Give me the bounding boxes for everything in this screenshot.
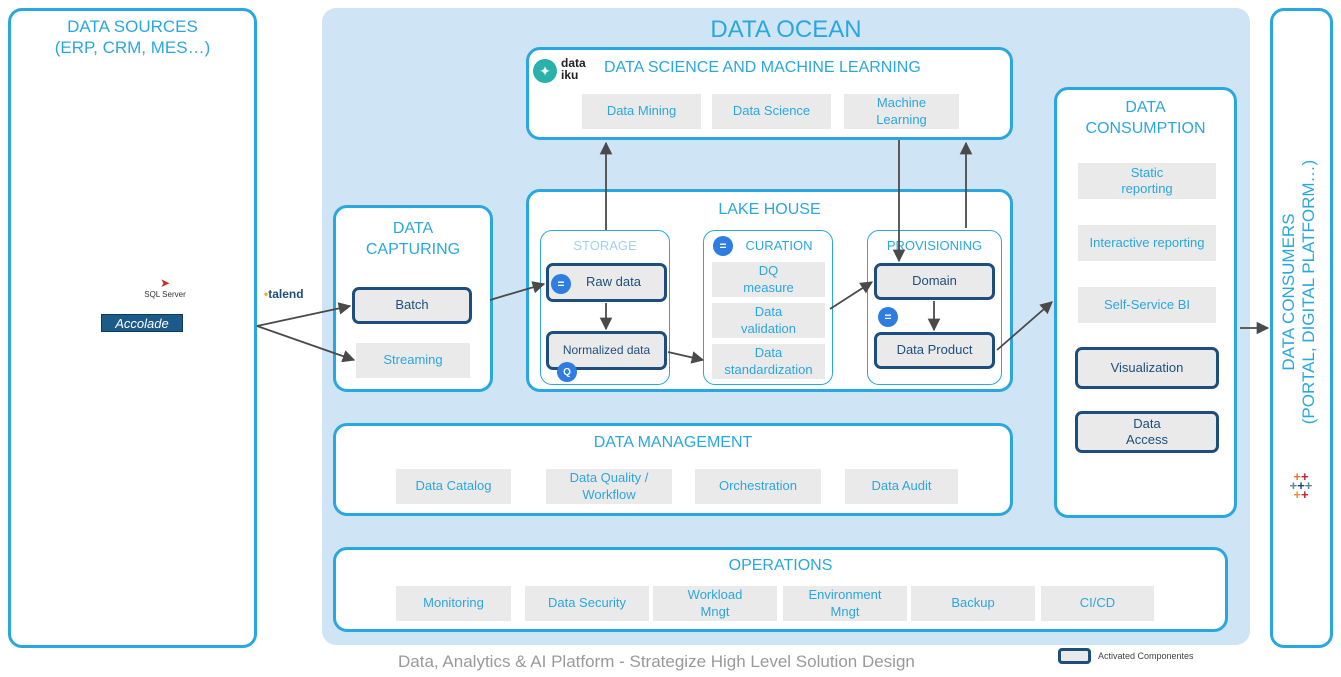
static-reporting-chip: Static reporting [1078,163,1216,199]
data-ocean-title: DATA OCEAN [710,16,862,43]
data-consumption-title-line2: CONSUMPTION [1085,120,1206,137]
storage-title: STORAGE [573,238,637,253]
dataiku-bird-icon: ✦ [533,59,557,83]
data-validation-chip: Data validation [712,303,825,338]
data-mining-chip: Data Mining [582,94,701,129]
data-consumers-label: DATA CONSUMERS (PORTAL, DIGITAL PLATFORM… [1279,159,1318,425]
tableau-logo-icon: ++ +++ ++ [1289,469,1313,502]
legend-activated-swatch [1058,648,1091,664]
talend-logo: •talend [264,287,304,301]
storage-icon: = [551,274,571,294]
data-audit-chip: Data Audit [845,469,958,504]
normalized-data-chip: Normalized data [546,331,667,370]
footer-caption: Data, Analytics & AI Platform - Strategi… [398,652,915,671]
environment-mngt-chip: Environment Mngt [783,586,907,621]
self-service-bi-chip: Self-Service BI [1078,287,1216,323]
dq-measure-chip: DQ measure [712,262,825,297]
data-capturing-title-line2: CAPTURING [365,241,461,258]
data-capturing-title-line1: DATA [392,220,434,237]
talend-dots-icon: • [264,287,269,301]
data-management-title: DATA MANAGEMENT [593,434,753,451]
data-quality-workflow-chip: Data Quality / Workflow [546,469,672,504]
data-sources-subtitle: (ERP, CRM, MES…) [54,38,211,57]
data-standardization-chip: Data standardization [712,344,825,379]
data-science-chip: Data Science [712,94,831,129]
domain-chip: Domain [874,263,995,300]
data-sources-title: DATA SOURCES [67,17,198,36]
dataiku-logo: ✦ data iku [533,57,593,85]
provisioning-title: PROVISIONING [886,238,983,253]
query-icon: Q [557,362,577,382]
streaming-chip: Streaming [356,343,470,378]
machine-learning-chip: Machine Learning [844,94,959,129]
visualization-chip: Visualization [1075,347,1219,389]
dsml-title: DATA SCIENCE AND MACHINE LEARNING [604,59,921,76]
provisioning-icon: = [878,307,898,327]
ci-cd-chip: CI/CD [1041,586,1154,621]
backup-chip: Backup [911,586,1035,621]
sql-server-icon: ➤ [159,276,171,290]
sql-server-logo: ➤ SQL Server [140,277,190,311]
operations-title: OPERATIONS [728,557,833,574]
workload-mngt-chip: Workload Mngt [653,586,777,621]
batch-chip: Batch [352,287,472,324]
curation-icon: = [713,236,733,256]
accolade-logo: Accolade [101,314,183,332]
interactive-reporting-chip: Interactive reporting [1078,225,1216,261]
data-consumers-panel [1270,8,1333,648]
orchestration-chip: Orchestration [695,469,821,504]
data-consumption-title-line1: DATA [1125,99,1166,116]
data-security-chip: Data Security [525,586,649,621]
data-access-chip: Data Access [1075,411,1219,453]
curation-title: CURATION [745,238,813,253]
data-catalog-chip: Data Catalog [396,469,511,504]
data-product-chip: Data Product [874,332,995,369]
legend-activated-label: Activated Componentes [1098,651,1194,661]
lake-house-title: LAKE HOUSE [718,201,821,218]
monitoring-chip: Monitoring [396,586,511,621]
